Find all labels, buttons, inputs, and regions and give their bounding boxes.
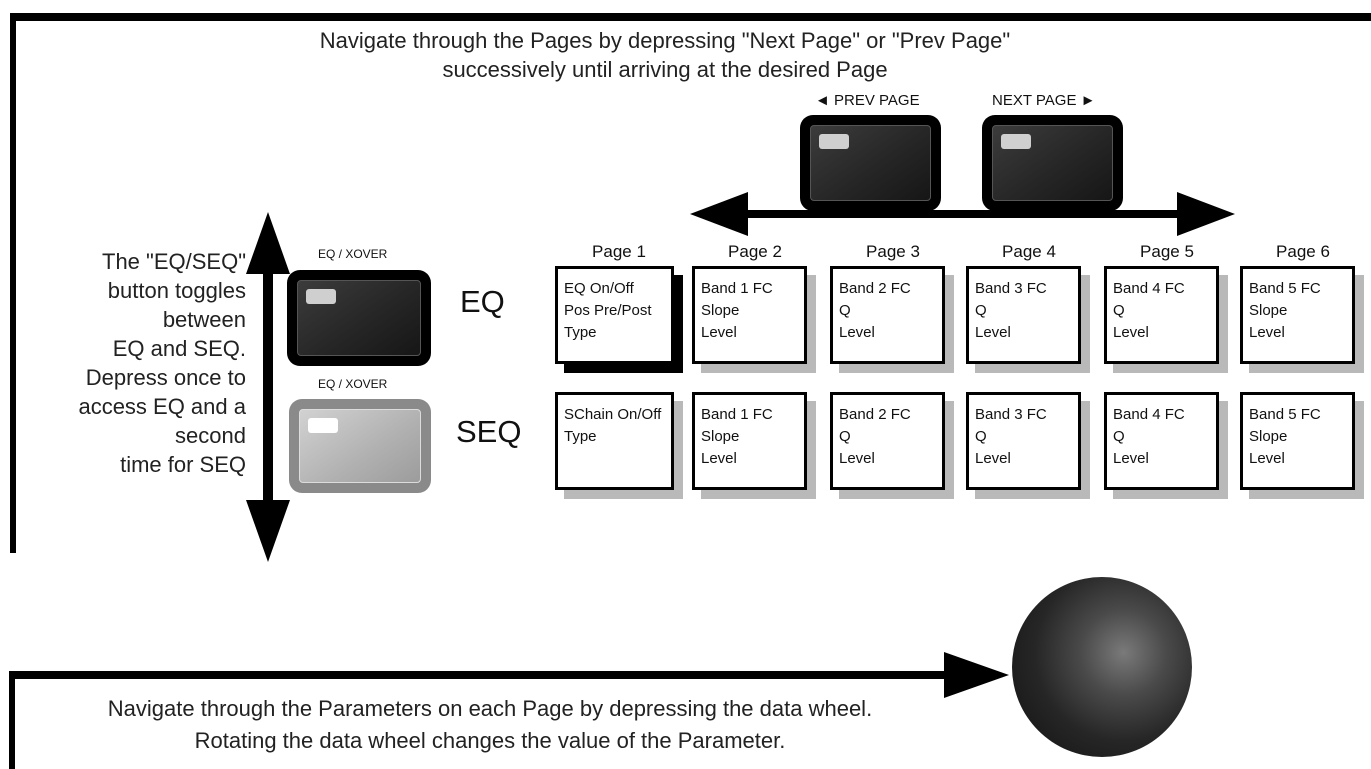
toggle-explanation-text: The "EQ/SEQ" button toggles between EQ a… (20, 247, 246, 479)
toggle-text-line: button toggles (107, 278, 246, 303)
eq-xover-button-seq-face (299, 409, 421, 483)
toggle-text-line: The "EQ/SEQ" (102, 249, 246, 274)
parameter-label: Level (1113, 450, 1149, 467)
page-header-1: Page 1 (592, 242, 646, 261)
next-page-button[interactable] (982, 115, 1123, 211)
parameter-navigation-caption-line-1: Navigate through the Parameters on each … (107, 696, 873, 721)
seq-page-1-card: SChain On/Off Type (555, 392, 674, 490)
data-wheel[interactable] (1012, 577, 1192, 757)
parameter-label: Pos Pre/Post (564, 302, 652, 319)
wheel-arrow-icon (9, 652, 1009, 698)
seq-led-icon (308, 418, 338, 433)
parameter-label: Band 2 FC (839, 406, 911, 423)
seq-page-4-card: Band 3 FC Q Level (966, 392, 1081, 490)
parameter-label: Q (839, 302, 851, 319)
toggle-text-line: time for SEQ (120, 452, 246, 477)
eq-page-5-card: Band 4 FC Q Level (1104, 266, 1219, 364)
eq-xover-button-eq-face (297, 280, 421, 356)
parameter-label: Q (839, 428, 851, 445)
seq-page-3-card: Band 2 FC Q Level (830, 392, 945, 490)
parameter-label: Level (1249, 450, 1285, 467)
toggle-text-line: access EQ and a (78, 394, 246, 419)
prev-page-button-face (810, 125, 931, 201)
parameter-label: Q (1113, 302, 1125, 319)
eq-page-3-card: Band 2 FC Q Level (830, 266, 945, 364)
page-navigation-caption-line-1: Navigate through the Pages by depressing… (319, 28, 1011, 53)
seq-mode-label: SEQ (456, 414, 522, 449)
page-header-5: Page 5 (1140, 242, 1194, 261)
eq-xover-label-top: EQ / XOVER (318, 247, 388, 261)
parameter-navigation-caption-line-2: Rotating the data wheel changes the valu… (194, 728, 786, 753)
parameter-navigation-caption: Navigate through the Parameters on each … (20, 693, 960, 757)
seq-page-6-card: Band 5 FC Slope Level (1240, 392, 1355, 490)
parameter-label: Level (701, 324, 737, 341)
bottom-frame-left-line (9, 671, 15, 769)
eq-mode-label: EQ (460, 284, 505, 319)
page-header-4: Page 4 (1002, 242, 1056, 261)
left-frame-line (10, 13, 16, 553)
parameter-label: Slope (701, 428, 740, 445)
parameter-label: Band 5 FC (1249, 406, 1321, 423)
parameter-label: EQ On/Off (564, 280, 634, 297)
parameter-label: Type (564, 324, 597, 341)
prev-page-led-icon (819, 134, 849, 149)
eq-page-1-card: EQ On/Off Pos Pre/Post Type (555, 266, 674, 364)
parameter-label: Band 2 FC (839, 280, 911, 297)
eq-page-4-card: Band 3 FC Q Level (966, 266, 1081, 364)
page-direction-arrow-icon (690, 192, 1235, 236)
parameter-label: Band 4 FC (1113, 406, 1185, 423)
next-page-led-icon (1001, 134, 1031, 149)
eq-xover-label-bottom: EQ / XOVER (318, 377, 388, 391)
parameter-label: Level (975, 324, 1011, 341)
toggle-text-line: EQ and SEQ. (112, 336, 246, 361)
page-navigation-caption-line-2: successively until arriving at the desir… (442, 57, 888, 82)
parameter-label: Q (1113, 428, 1125, 445)
parameter-label: SChain On/Off (564, 406, 662, 423)
parameter-label: Band 1 FC (701, 406, 773, 423)
prev-page-button[interactable] (800, 115, 941, 211)
eq-xover-button-eq[interactable] (287, 270, 431, 366)
parameter-label: Band 1 FC (701, 280, 773, 297)
seq-page-2-card: Band 1 FC Slope Level (692, 392, 807, 490)
parameter-label: Level (1113, 324, 1149, 341)
prev-page-label: ◄ PREV PAGE (815, 92, 920, 109)
eq-page-6-card: Band 5 FC Slope Level (1240, 266, 1355, 364)
page-header-3: Page 3 (866, 242, 920, 261)
parameter-label: Band 4 FC (1113, 280, 1185, 297)
parameter-label: Q (975, 302, 987, 319)
top-frame-line (10, 13, 1371, 21)
toggle-text-line: between (162, 307, 246, 332)
page-header-2: Page 2 (728, 242, 782, 261)
parameter-label: Slope (1249, 428, 1288, 445)
toggle-direction-arrow-icon (246, 212, 290, 562)
parameter-label: Band 3 FC (975, 280, 1047, 297)
page-header-6: Page 6 (1276, 242, 1330, 261)
eq-xover-button-seq[interactable] (289, 399, 431, 493)
parameter-label: Band 5 FC (1249, 280, 1321, 297)
parameter-label: Level (839, 450, 875, 467)
next-page-button-face (992, 125, 1113, 201)
eq-led-icon (306, 289, 336, 304)
parameter-label: Slope (1249, 302, 1288, 319)
seq-page-5-card: Band 4 FC Q Level (1104, 392, 1219, 490)
parameter-label: Level (701, 450, 737, 467)
parameter-label: Level (1249, 324, 1285, 341)
eq-page-2-card: Band 1 FC Slope Level (692, 266, 807, 364)
parameter-label: Type (564, 428, 597, 445)
toggle-text-line: Depress once to (85, 365, 246, 390)
toggle-text-line: second (175, 423, 246, 448)
parameter-label: Level (839, 324, 875, 341)
parameter-label: Band 3 FC (975, 406, 1047, 423)
parameter-label: Q (975, 428, 987, 445)
page-navigation-caption: Navigate through the Pages by depressing… (250, 26, 1080, 84)
parameter-label: Slope (701, 302, 740, 319)
next-page-label: NEXT PAGE ► (992, 92, 1096, 109)
parameter-label: Level (975, 450, 1011, 467)
